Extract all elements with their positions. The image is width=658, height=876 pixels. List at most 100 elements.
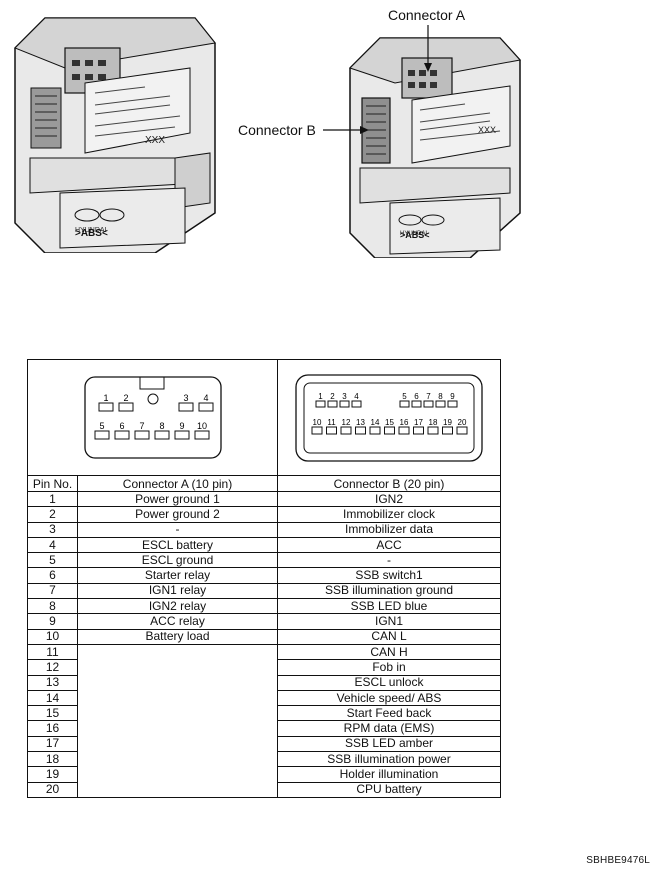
pin-number-cell: 19	[27, 766, 78, 783]
pin-label: 14	[371, 418, 380, 427]
pin-label: 8	[159, 421, 164, 431]
connector-b-cell: IGN1	[277, 613, 501, 630]
pin-cavity	[339, 400, 350, 407]
connector-a-pin: 1	[98, 393, 113, 412]
connector-b-cell: Fob in	[277, 659, 501, 676]
pin-number-cell: 2	[27, 506, 78, 523]
connector-a-pin: 3	[178, 393, 193, 412]
connector-a-cell: IGN2 relay	[77, 598, 278, 615]
pin-cavity	[311, 426, 323, 434]
pin-number-cell: 17	[27, 735, 78, 753]
connector-b-pin: 8	[435, 392, 446, 407]
pin-number-cell: 10	[27, 628, 78, 645]
pin-label: 10	[313, 418, 322, 427]
connector-b-cell: ESCL unlock	[277, 674, 501, 691]
connector-b-cell: SSB switch1	[277, 567, 501, 584]
svg-text:HYUNDAI: HYUNDAI	[400, 231, 427, 237]
svg-text:XXX: XXX	[478, 125, 496, 135]
pin-cavity	[194, 430, 209, 440]
pin-label: 20	[458, 418, 467, 427]
connector-b-pin: 9	[447, 392, 458, 407]
connector-b-pin: 18	[427, 418, 439, 434]
connector-b-cell: -	[277, 552, 501, 569]
table-row: 12 Fob in	[27, 659, 501, 676]
pin-label: 7	[426, 392, 431, 401]
connector-b-pin: 14	[369, 418, 381, 434]
pin-cavity	[423, 400, 434, 407]
connector-b-cell: Immobilizer data	[277, 521, 501, 538]
pin-label: 3	[183, 393, 188, 403]
connector-b-cell: CPU battery	[277, 781, 501, 798]
connector-b-pin: 12	[340, 418, 352, 434]
pin-label: 2	[123, 393, 128, 403]
pin-number-cell: 9	[27, 613, 78, 630]
pin-cavity	[315, 400, 326, 407]
pin-cavity	[98, 402, 113, 412]
pin-label: 12	[342, 418, 351, 427]
right-badge-text: >ABS<	[400, 230, 430, 240]
connector-b-pin: 4	[351, 392, 362, 407]
header-connector-a: Connector A (10 pin)	[77, 475, 278, 492]
table-row: 3-Immobilizer data	[27, 521, 501, 538]
connector-b-pin: 15	[384, 418, 395, 434]
connector-b-cell: CAN L	[277, 628, 501, 645]
connector-b-pin: 1	[315, 392, 326, 407]
connector-a-pin: 2	[118, 393, 133, 412]
connector-b-pin: 20	[456, 418, 468, 434]
connector-a-cell	[77, 675, 278, 691]
pin-label: 1	[103, 393, 108, 403]
connector-a-pin: 9	[174, 421, 189, 440]
connector-a-cell	[77, 736, 278, 752]
pin-label: 2	[330, 392, 335, 401]
pin-label: 8	[438, 392, 443, 401]
header-connector-b: Connector B (20 pin)	[277, 475, 501, 492]
connector-a-cell	[77, 644, 278, 660]
pin-cavity	[442, 426, 453, 434]
connector-a-cell: Power ground 1	[77, 490, 278, 508]
pin-label: 9	[450, 392, 455, 401]
pin-cavity	[198, 402, 213, 412]
connector-a-latch	[139, 376, 164, 390]
connector-a-cell	[77, 705, 278, 721]
pin-cavity	[326, 426, 337, 434]
connector-a-pin: 6	[114, 421, 129, 440]
pin-cavity	[134, 430, 149, 440]
pin-cavity	[118, 402, 133, 412]
svg-text:XXX: XXX	[145, 135, 165, 146]
pin-number-cell: 5	[27, 552, 78, 569]
pin-label: 5	[402, 392, 407, 401]
connector-a-cell: -	[77, 521, 278, 538]
module-illustration-left: XXX HYUNDAI >ABS<	[5, 8, 220, 253]
pin-number-cell: 20	[27, 781, 78, 798]
connector-b-pin: 6	[411, 392, 422, 407]
pin-cavity	[369, 426, 381, 434]
connector-b-pin: 5	[399, 392, 410, 407]
pin-cavity	[174, 430, 189, 440]
connector-a-cell	[77, 766, 278, 783]
pin-number-cell: 11	[27, 643, 78, 661]
pin-number-cell: 12	[27, 659, 78, 676]
pin-number-cell: 15	[27, 705, 78, 722]
pin-cavity	[327, 400, 338, 407]
pin-cavity	[399, 400, 410, 407]
pin-number-cell: 8	[27, 598, 78, 615]
pin-cavity	[355, 426, 366, 434]
connector-a-cell	[77, 690, 278, 706]
